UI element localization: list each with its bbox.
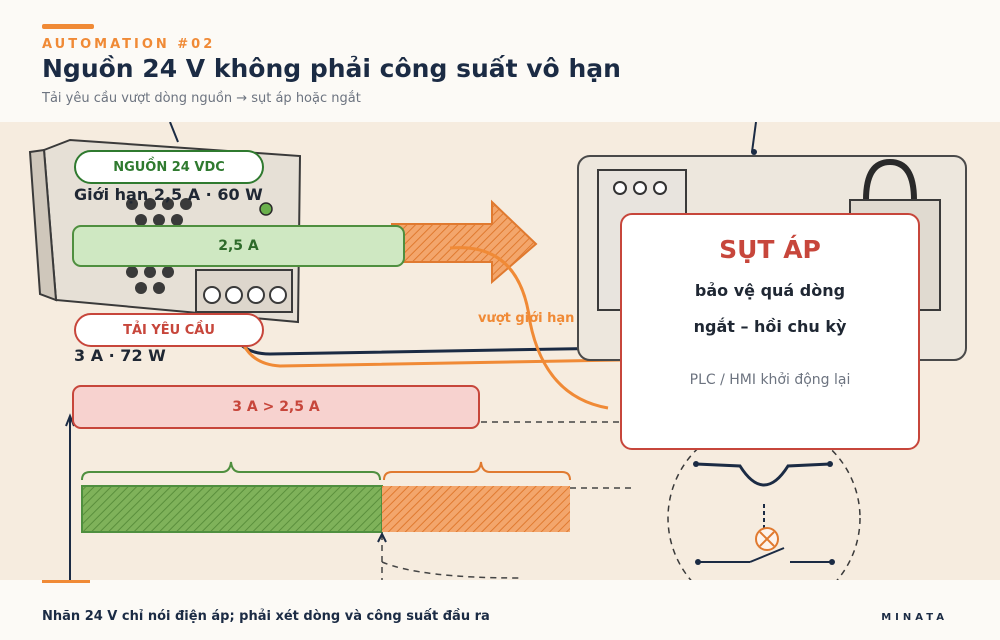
overload-segment (382, 486, 570, 532)
card-line-restart: PLC / HMI khởi động lại (689, 372, 851, 388)
breaker-schematic (667, 421, 861, 580)
load-demand-badge: TẢI YÊU CẦU (74, 313, 264, 347)
load-demand-label: 3 A · 72 W (74, 346, 166, 365)
capacity-segment (81, 485, 383, 533)
footer-accent (42, 580, 90, 583)
power-supply-badge: NGUỒN 24 VDC (74, 150, 264, 184)
voltage-drop-card: SỤT ÁP bảo vệ quá dòng ngắt – hồi chu kỳ… (620, 213, 920, 450)
card-line-protection: bảo vệ quá dòng (694, 281, 846, 300)
header (0, 0, 1000, 122)
footer-note: Nhãn 24 V chỉ nói điện áp; phải xét dòng… (42, 609, 490, 624)
load-compare-bar: 3 A > 2,5 A (72, 385, 480, 429)
card-line-cycle: ngắt – hồi chu kỳ (693, 317, 847, 336)
brand-mark: MINATA (881, 612, 948, 623)
page-subtitle: Tải yêu cầu vượt dòng nguồn → sụt áp hoặ… (42, 91, 361, 106)
page-title: Nguồn 24 V không phải công suất vô hạn (42, 54, 621, 83)
accent-bar (42, 24, 94, 29)
supply-limit-label: Giới hạn 2,5 A · 60 W (74, 185, 263, 204)
overload-arrow-label: vượt giới hạn (478, 311, 575, 326)
card-title: SỤT ÁP (719, 235, 821, 264)
supply-capacity-bar: 2,5 A (72, 225, 405, 267)
footer (0, 580, 1000, 640)
kicker: AUTOMATION #02 (42, 37, 216, 52)
capacity-split-bar (65, 413, 636, 580)
